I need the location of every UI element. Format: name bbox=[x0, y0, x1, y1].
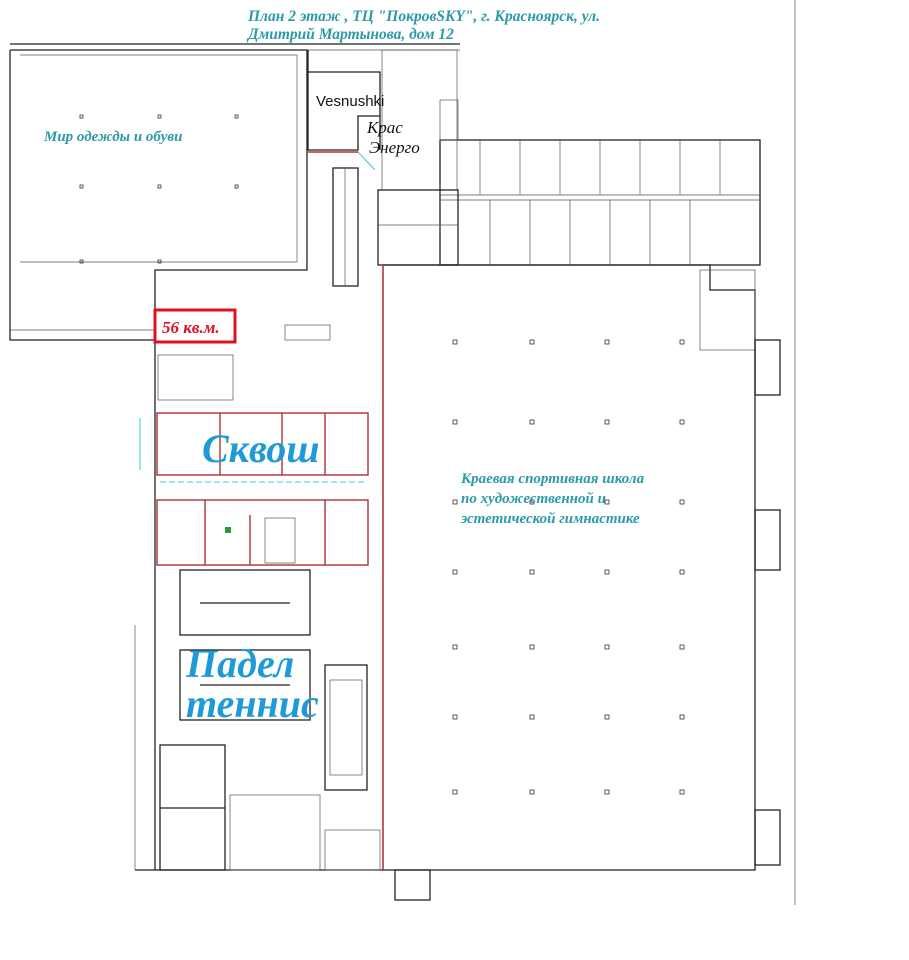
highlighted-unit-box[interactable] bbox=[153, 308, 237, 344]
squash-label: Сквош bbox=[202, 426, 320, 471]
squash-area bbox=[139, 412, 369, 566]
top-facade bbox=[10, 43, 460, 51]
highlighted-area-label: 56 кв.м. bbox=[162, 318, 220, 337]
clothing-store-area bbox=[9, 49, 308, 341]
corridor bbox=[134, 324, 383, 871]
krasenergo-label-1: Крас bbox=[366, 118, 403, 137]
plan-title-line2: Дмитрий Мартынова, дом 12 bbox=[246, 26, 454, 43]
sports-school-label-3: эстетической гимнастике bbox=[460, 511, 640, 527]
sports-school-label-1: Краевая спортивная школа bbox=[460, 471, 645, 487]
padel-label-1: Падел bbox=[185, 641, 294, 686]
sports-school-hall bbox=[79, 114, 781, 871]
vesnushki-label: Vesnushki bbox=[316, 93, 384, 110]
vesnushki-store bbox=[307, 49, 458, 191]
escalator bbox=[332, 167, 359, 287]
sports-school-label-2: по художественной и bbox=[461, 491, 606, 507]
plan-title-line1: План 2 этаж , ТЦ "ПокровSKY", г. Красноя… bbox=[247, 8, 600, 25]
padel-area bbox=[159, 569, 431, 901]
krasenergo-label-2: Энерго bbox=[369, 138, 420, 157]
padel-label-2: теннис bbox=[186, 681, 319, 726]
clothing-store-label: Мир одежды и обуви bbox=[43, 129, 182, 145]
office-strip bbox=[377, 99, 761, 266]
